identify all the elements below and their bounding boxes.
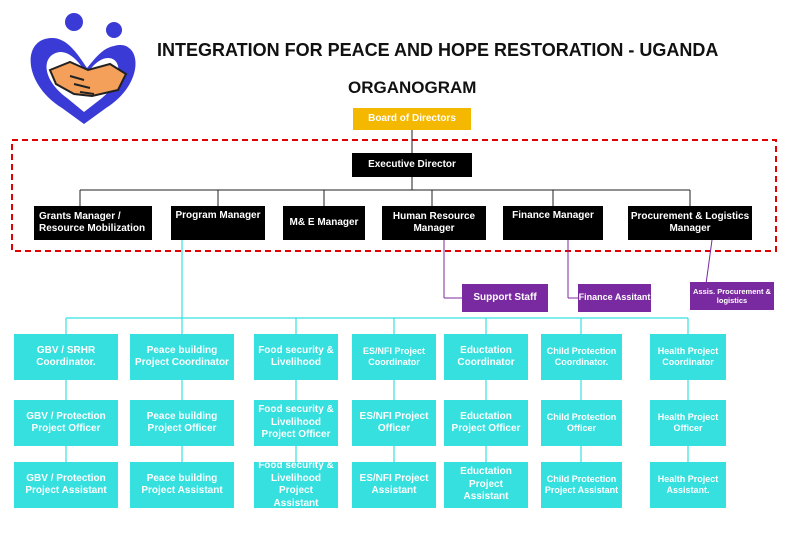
assistant-health: Health Project Assistant. [650,462,726,508]
assistant-food: Food security & Livelihood Project Assis… [254,460,338,509]
manager-program: Program Manager [171,206,265,240]
assis-procurement-box: Assis. Procurement & logistics [690,282,774,310]
officer-gbv: GBV / Protection Project Officer [14,400,118,446]
coordinator-health: Health Project Coordinator [650,334,726,380]
manager-me: M& E Manager [283,206,365,240]
coordinator-food: Food security & Livelihood [254,334,338,380]
coordinator-esnfi: ES/NFI Project Coordinator [352,334,436,380]
officer-education: Eductation Project Officer [444,400,528,446]
board-of-directors-box: Board of Directors [353,108,471,130]
assistant-esnfi: ES/NFI Project Assistant [352,462,436,508]
assistant-gbv: GBV / Protection Project Assistant [14,462,118,508]
officer-peace: Peace building Project Officer [130,400,234,446]
officer-food: Food security & Livelihood Project Offic… [254,400,338,446]
officer-child-protection: Child Protection Officer [541,400,622,446]
coordinator-gbv: GBV / SRHR Coordinator. [14,334,118,380]
support-staff-box: Support Staff [462,284,548,312]
org-title: INTEGRATION FOR PEACE AND HOPE RESTORATI… [157,40,719,60]
manager-hr: Human Resource Manager [382,206,486,240]
assistant-peace: Peace building Project Assistant [130,462,234,508]
coordinator-education: Eductation Coordinator [444,334,528,380]
finance-assistant-box: Finance Assitant [578,284,651,312]
organogram-subtitle: ORGANOGRAM [348,78,477,97]
assistant-child-protection: Child Protection Project Assistant [541,462,622,508]
manager-finance: Finance Manager [503,206,603,240]
officer-esnfi: ES/NFI Project Officer [352,400,436,446]
coordinator-peace: Peace building Project Coordinator [130,334,234,380]
manager-grants: Grants Manager / Resource Mobilization [34,206,152,240]
officer-health: Health Project Officer [650,400,726,446]
executive-director-box: Executive Director [352,153,472,177]
coordinator-child-protection: Child Protection Coordinator. [541,334,622,380]
assistant-education: Eductation Project Assistant [444,462,528,508]
logo-handshake-heart-icon [22,8,152,128]
manager-procurement: Procurement & Logistics Manager [628,206,752,240]
